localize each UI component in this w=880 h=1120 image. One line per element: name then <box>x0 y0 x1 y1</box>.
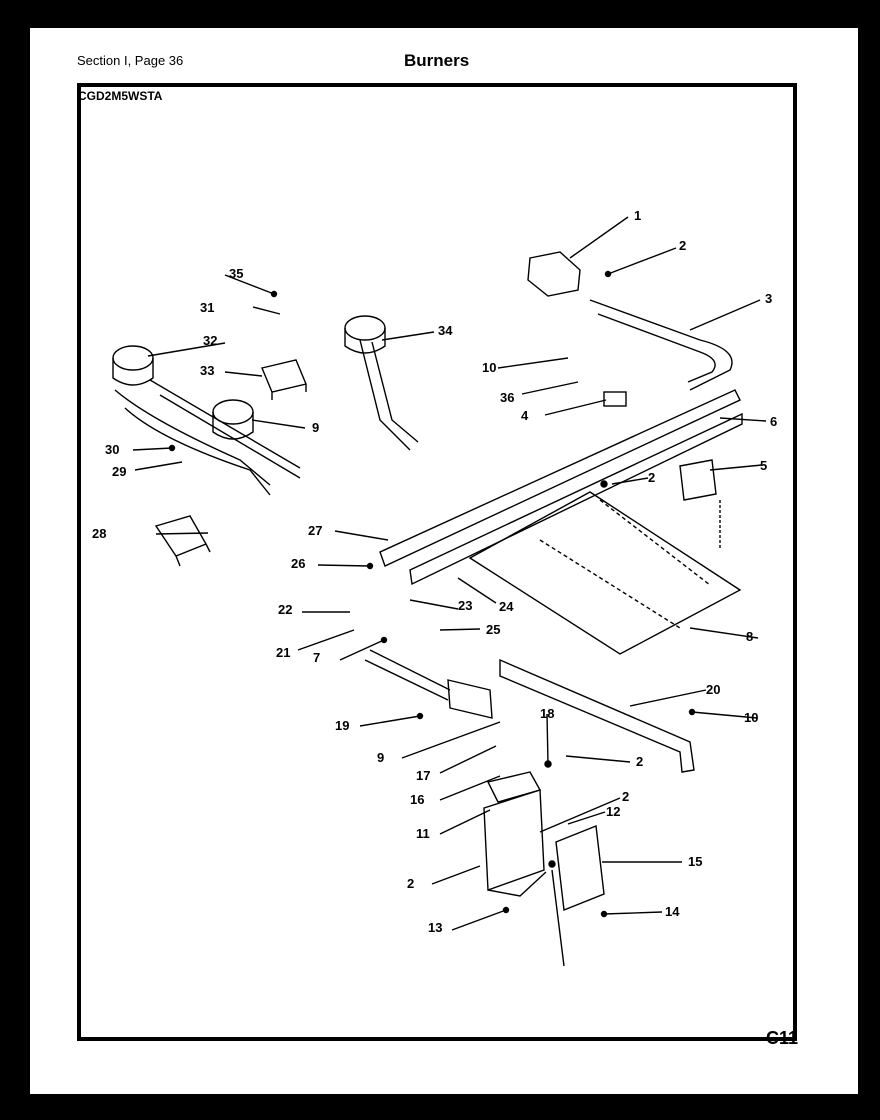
callout-2: 2 <box>648 470 655 485</box>
callout-12: 12 <box>606 804 620 819</box>
bracket-29 <box>154 515 211 567</box>
burner-bracket <box>499 658 695 773</box>
callout-25: 25 <box>486 622 500 637</box>
callout-2: 2 <box>622 789 629 804</box>
page-title: Burners <box>404 51 470 70</box>
callout-7: 7 <box>313 650 320 665</box>
callout-2: 2 <box>407 876 414 891</box>
callout-26: 26 <box>291 556 305 571</box>
leader-lines <box>132 216 767 967</box>
callout-6: 6 <box>770 414 777 429</box>
callout-14: 14 <box>665 904 680 919</box>
callout-10: 10 <box>744 710 758 725</box>
callout-27: 27 <box>308 523 322 538</box>
section-label: Section I, Page 36 <box>77 53 184 68</box>
callout-32: 32 <box>203 333 217 348</box>
callout-28: 28 <box>92 526 106 541</box>
callout-4: 4 <box>521 408 529 423</box>
callout-2: 2 <box>636 754 643 769</box>
callout-1: 1 <box>634 208 641 223</box>
diagram-frame <box>77 83 797 1041</box>
rear-burner-tube <box>359 339 419 451</box>
model-number: CGD2M5WSTA <box>78 89 163 103</box>
callout-8: 8 <box>746 629 753 644</box>
callout-30: 30 <box>105 442 119 457</box>
callout-23: 23 <box>458 598 472 613</box>
callout-19: 19 <box>335 718 349 733</box>
callout-21: 21 <box>276 645 290 660</box>
callout-2: 2 <box>679 238 686 253</box>
burner-tube <box>589 299 733 391</box>
callout-15: 15 <box>688 854 702 869</box>
ignition-switch <box>679 459 717 501</box>
left-burner-tubes <box>114 389 271 496</box>
callout-20: 20 <box>706 682 720 697</box>
callout-10: 10 <box>482 360 496 375</box>
page-id: C11 <box>766 1028 799 1048</box>
spark-module <box>447 679 493 719</box>
callout-33: 33 <box>200 363 214 378</box>
callout-31: 31 <box>200 300 214 315</box>
callout-22: 22 <box>278 602 292 617</box>
callout-9: 9 <box>377 750 384 765</box>
callout-29: 29 <box>112 464 126 479</box>
callout-35: 35 <box>229 266 243 281</box>
callout-16: 16 <box>410 792 424 807</box>
callout-9: 9 <box>312 420 319 435</box>
thermostat <box>486 771 542 803</box>
diagram-sheet: Section I, Page 36 Burners <box>30 28 858 1094</box>
callout-36: 36 <box>500 390 514 405</box>
bracket-32 <box>261 359 307 400</box>
control-board <box>483 789 545 891</box>
callout-13: 13 <box>428 920 442 935</box>
relay-box <box>555 825 605 911</box>
callout-11: 11 <box>416 826 430 841</box>
callout-5: 5 <box>760 458 767 473</box>
callout-3: 3 <box>765 291 772 306</box>
callout-24: 24 <box>499 599 514 614</box>
manifold-rail <box>379 389 741 567</box>
callout-34: 34 <box>438 323 453 338</box>
callout-18: 18 <box>540 706 554 721</box>
pressure-regulator <box>527 251 581 297</box>
heat-shield <box>468 491 742 655</box>
callout-17: 17 <box>416 768 430 783</box>
